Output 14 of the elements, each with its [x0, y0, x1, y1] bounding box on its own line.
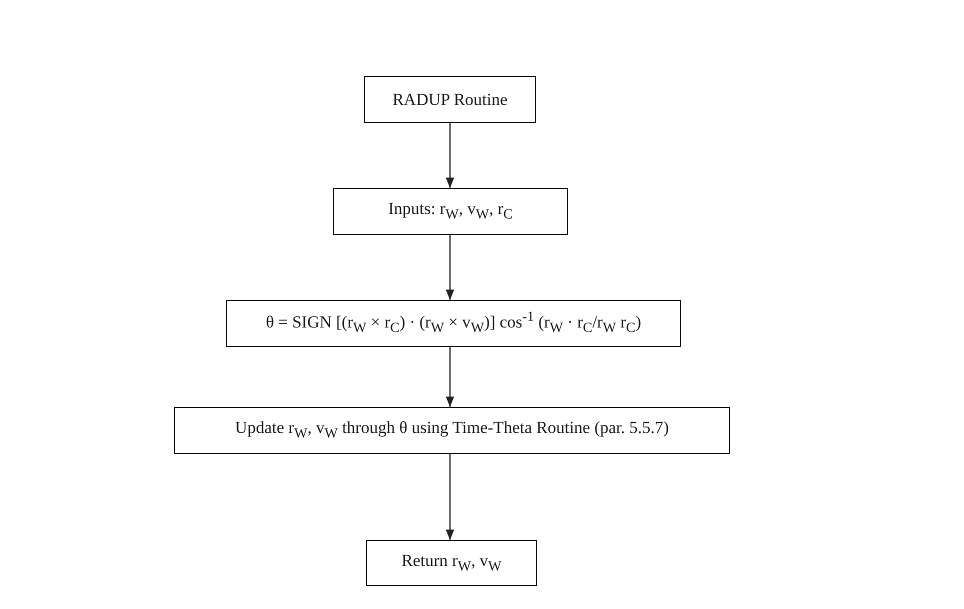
arrow	[446, 123, 454, 188]
arrow	[446, 454, 454, 540]
box-text: RADUP Routine	[392, 90, 508, 110]
arrow	[446, 235, 454, 300]
box-text: Update r$_{W}$, v$_{W}$ through θ using Time-Theta Routine (par. 5.5.7)	[235, 418, 669, 443]
box-text: Return r$_{W}$, v$_{W}$	[402, 550, 502, 576]
box-text: θ = SIGN [(r$_{W}$ × r$_{C}$) · (r$_{W}$ × v$_{W}$)] cos$^{-1}$ (r$_{W}$ · r$_{C}$/r$_{W}$ r$_{C}$)	[266, 309, 642, 338]
process-box	[366, 540, 537, 586]
arrow	[446, 347, 454, 407]
process-box	[333, 188, 568, 235]
process-box	[226, 300, 681, 347]
box-text: Inputs: r$_{W}$, v$_{W}$, r$_{C}$	[388, 199, 513, 224]
process-box	[174, 407, 730, 454]
process-box	[364, 76, 536, 123]
